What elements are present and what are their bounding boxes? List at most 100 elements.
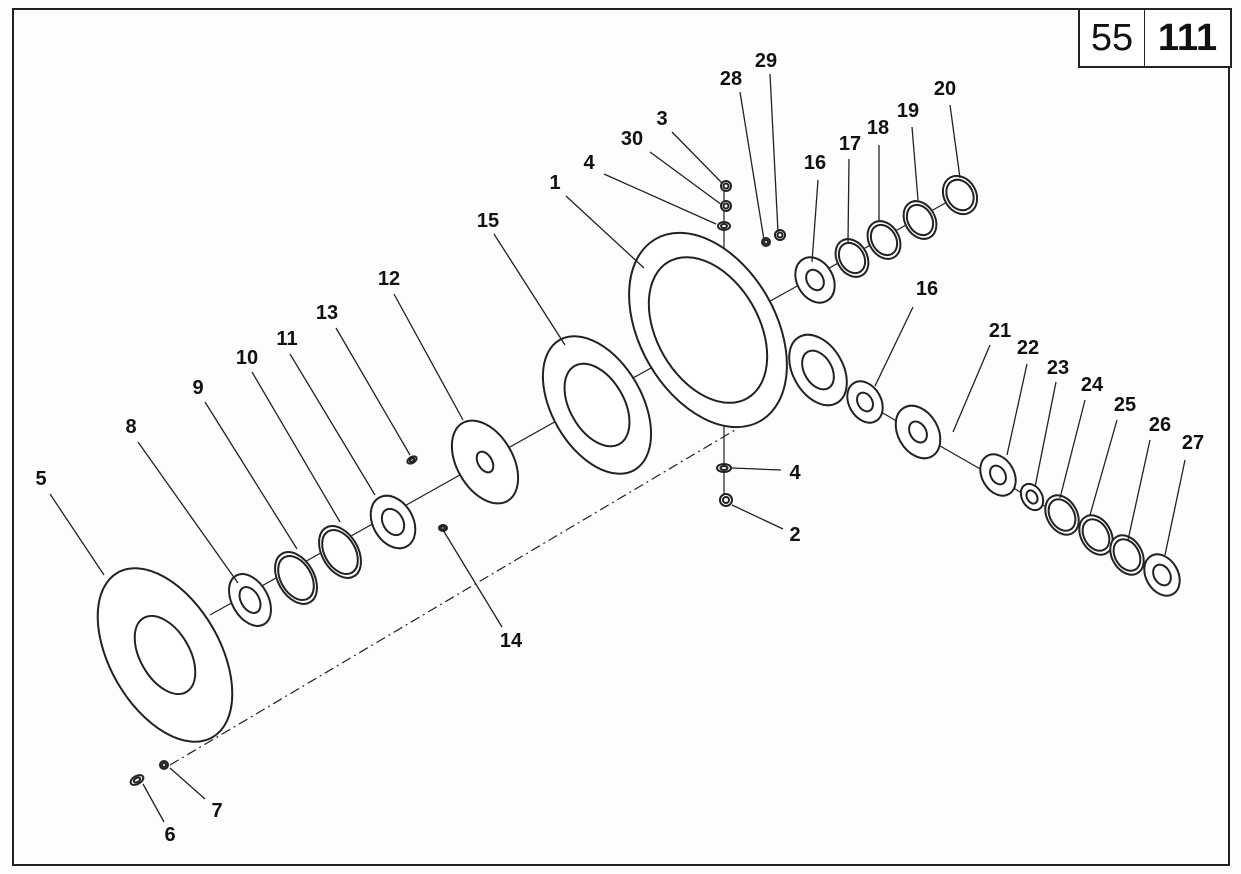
washer-part-4-low <box>716 463 732 473</box>
callout-16: 16 <box>804 152 826 174</box>
washer-part-28 <box>761 237 771 247</box>
callout-19: 19 <box>897 100 919 122</box>
callout-10: 10 <box>236 347 258 369</box>
callout-2: 2 <box>789 524 800 546</box>
callout-21: 21 <box>989 320 1011 342</box>
callout-15: 15 <box>477 210 499 232</box>
callout-3: 3 <box>656 108 667 130</box>
page-number-box: 55 111 <box>1078 8 1232 68</box>
callout-9: 9 <box>192 377 203 399</box>
mounting-axis-line <box>169 429 736 766</box>
leader-line-6 <box>142 783 165 823</box>
leader-line-28 <box>739 91 765 241</box>
callout-26: 26 <box>1149 414 1171 436</box>
seal-part-27 <box>1143 553 1181 597</box>
plug-part-30 <box>720 200 732 212</box>
callout-6: 6 <box>164 824 175 846</box>
leader-line-25 <box>1089 419 1118 516</box>
callout-24: 24 <box>1081 374 1104 396</box>
leader-line-27 <box>1164 459 1186 556</box>
leader-line-21 <box>952 344 991 433</box>
leader-line-9 <box>204 401 298 550</box>
bearing-part-22 <box>979 453 1017 497</box>
flange-part-12 <box>450 419 520 505</box>
callout-4: 4 <box>789 462 801 484</box>
ring-part-24 <box>1044 494 1080 536</box>
ring-part-17 <box>834 238 870 278</box>
housing-part-1 <box>628 231 788 429</box>
spacer-part-23 <box>1019 482 1045 512</box>
cover-part-5 <box>96 567 234 743</box>
callout-28: 28 <box>720 68 742 90</box>
callout-18: 18 <box>867 117 889 139</box>
leader-line-22 <box>1006 363 1028 456</box>
leader-line-7 <box>169 767 206 800</box>
leader-line-8 <box>137 441 239 584</box>
callout-30: 30 <box>621 128 643 150</box>
leader-line-15 <box>493 233 566 346</box>
callout-20: 20 <box>934 78 956 100</box>
leader-line-17 <box>847 158 850 243</box>
section-number: 55 <box>1080 10 1145 66</box>
callout-8: 8 <box>125 416 136 438</box>
bolt-part-13 <box>406 455 418 465</box>
snap-ring-part-26 <box>1109 534 1145 576</box>
leader-line-19 <box>911 126 919 201</box>
bearing-part-16-top <box>794 256 836 304</box>
leader-line-23 <box>1034 381 1057 488</box>
leader-line-2 <box>731 504 784 530</box>
leader-line-24 <box>1059 399 1086 499</box>
leader-line-1 <box>565 195 645 269</box>
bolt-part-6 <box>129 774 145 786</box>
leader-line-26 <box>1127 439 1151 541</box>
leader-line-10 <box>251 371 341 523</box>
callout-5: 5 <box>35 468 46 490</box>
leader-line-16 <box>874 306 914 387</box>
callout-11: 11 <box>276 328 297 350</box>
callout-25: 25 <box>1114 394 1136 416</box>
leader-line-30 <box>649 151 723 206</box>
drawing-frame <box>12 8 1230 866</box>
leader-line-5 <box>49 493 105 576</box>
leader-line-13 <box>335 327 411 456</box>
pin-part-14 <box>438 524 448 532</box>
plug-part-2 <box>719 493 733 507</box>
plug-part-29 <box>774 229 786 241</box>
ring-part-10 <box>318 525 362 579</box>
callout-12: 12 <box>378 268 400 290</box>
callout-4: 4 <box>583 152 595 174</box>
leader-line-3 <box>671 131 723 184</box>
washer-part-7 <box>159 760 169 770</box>
leader-line-4 <box>603 173 717 225</box>
washer-part-4-top <box>717 221 731 231</box>
callout-14: 14 <box>500 630 523 652</box>
ring-gear-part-15 <box>541 335 653 475</box>
leader-line-29 <box>769 73 779 233</box>
page-number: 111 <box>1157 16 1218 59</box>
callout-23: 23 <box>1047 357 1069 379</box>
callout-22: 22 <box>1017 337 1039 359</box>
leader-line-20 <box>949 104 961 179</box>
cup-part-20 <box>941 174 979 216</box>
callout-17: 17 <box>839 133 861 155</box>
ring-part-18 <box>866 220 902 260</box>
leader-line-4 <box>731 467 782 471</box>
leader-line-12 <box>393 293 464 421</box>
leader-line-11 <box>289 353 376 496</box>
leader-line-14 <box>442 529 503 628</box>
callout-27: 27 <box>1182 432 1204 454</box>
callout-29: 29 <box>755 50 777 72</box>
snap-ring-part-9 <box>274 551 318 605</box>
callout-1: 1 <box>549 172 560 194</box>
bearing-part-11 <box>369 494 417 550</box>
pinion-part-21 <box>894 404 942 460</box>
ring-part-25 <box>1078 514 1114 556</box>
callout-16: 16 <box>916 278 938 300</box>
callout-7: 7 <box>211 800 222 822</box>
bearing-part-16-mid <box>846 380 884 424</box>
seal-part-8 <box>228 573 272 627</box>
plug-part-3 <box>720 180 732 192</box>
leader-line-16 <box>811 179 819 263</box>
